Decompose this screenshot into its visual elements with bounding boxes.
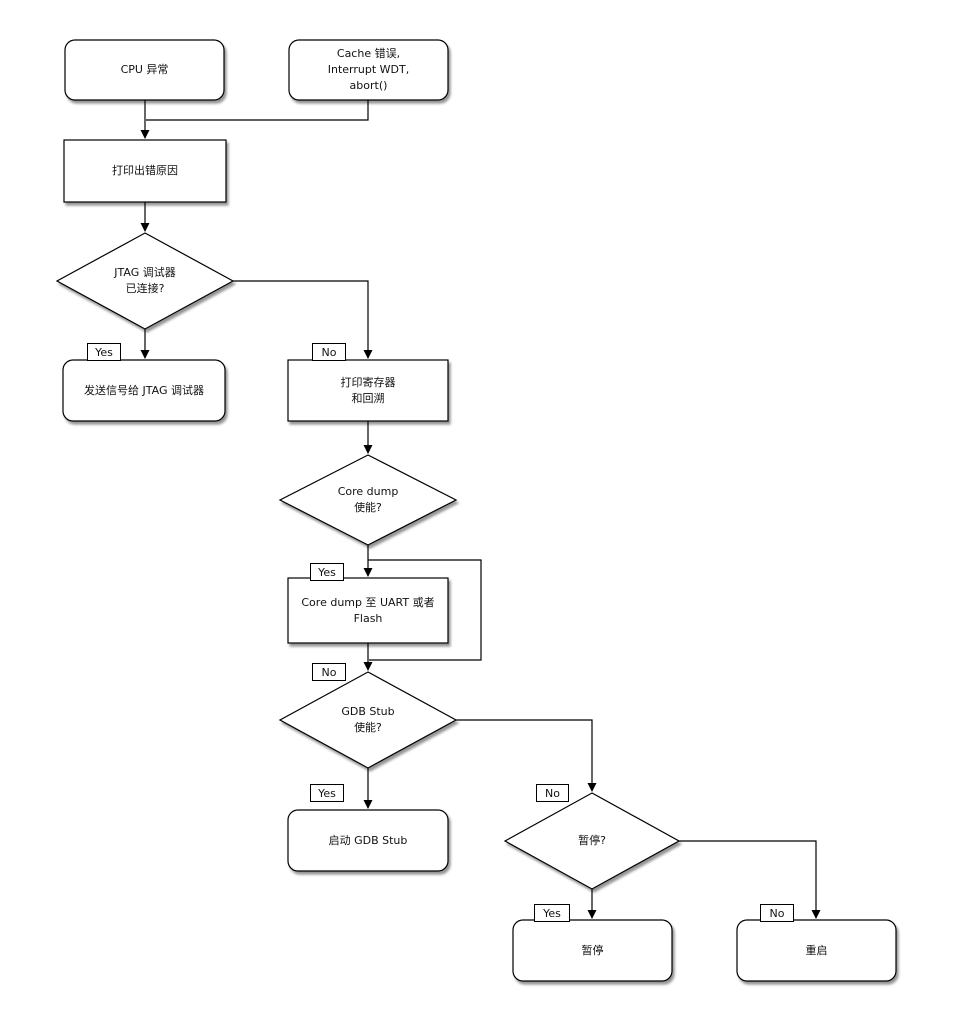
core-dump-yes-tag: Yes bbox=[310, 563, 344, 581]
send-signal-jtag-shape bbox=[62, 359, 226, 422]
reboot-shape bbox=[736, 919, 897, 982]
cpu-exception-shape bbox=[64, 39, 225, 101]
jtag-no-tag: No bbox=[312, 343, 346, 361]
gdb-stub-decision-shape bbox=[278, 671, 458, 769]
print-error-reason-shape bbox=[63, 139, 227, 203]
cache-error-shape bbox=[288, 39, 449, 101]
reboot-no-tag: No bbox=[760, 904, 794, 922]
edge-coredump-no-bypass bbox=[368, 559, 482, 661]
halt-shape bbox=[512, 919, 673, 982]
halt-decision-shape bbox=[503, 792, 681, 890]
edge-halt-no bbox=[679, 840, 821, 919]
jtag-yes-tag: Yes bbox=[87, 343, 121, 361]
edge-gdb-no bbox=[456, 719, 597, 792]
gdb-no-tag: No bbox=[536, 784, 569, 802]
halt-yes-tag: Yes bbox=[534, 904, 570, 922]
core-dump-uart-flash-shape bbox=[287, 577, 449, 644]
jtag-connected-decision-shape bbox=[55, 232, 235, 330]
edge-jtag-no bbox=[233, 280, 373, 359]
core-dump-no-tag: No bbox=[312, 663, 346, 681]
gdb-yes-tag: Yes bbox=[310, 784, 344, 802]
edge-cache-merge bbox=[146, 100, 369, 121]
print-registers-backtrace-shape bbox=[287, 359, 449, 422]
core-dump-decision-shape bbox=[278, 454, 458, 546]
start-gdb-stub-shape bbox=[287, 809, 449, 872]
